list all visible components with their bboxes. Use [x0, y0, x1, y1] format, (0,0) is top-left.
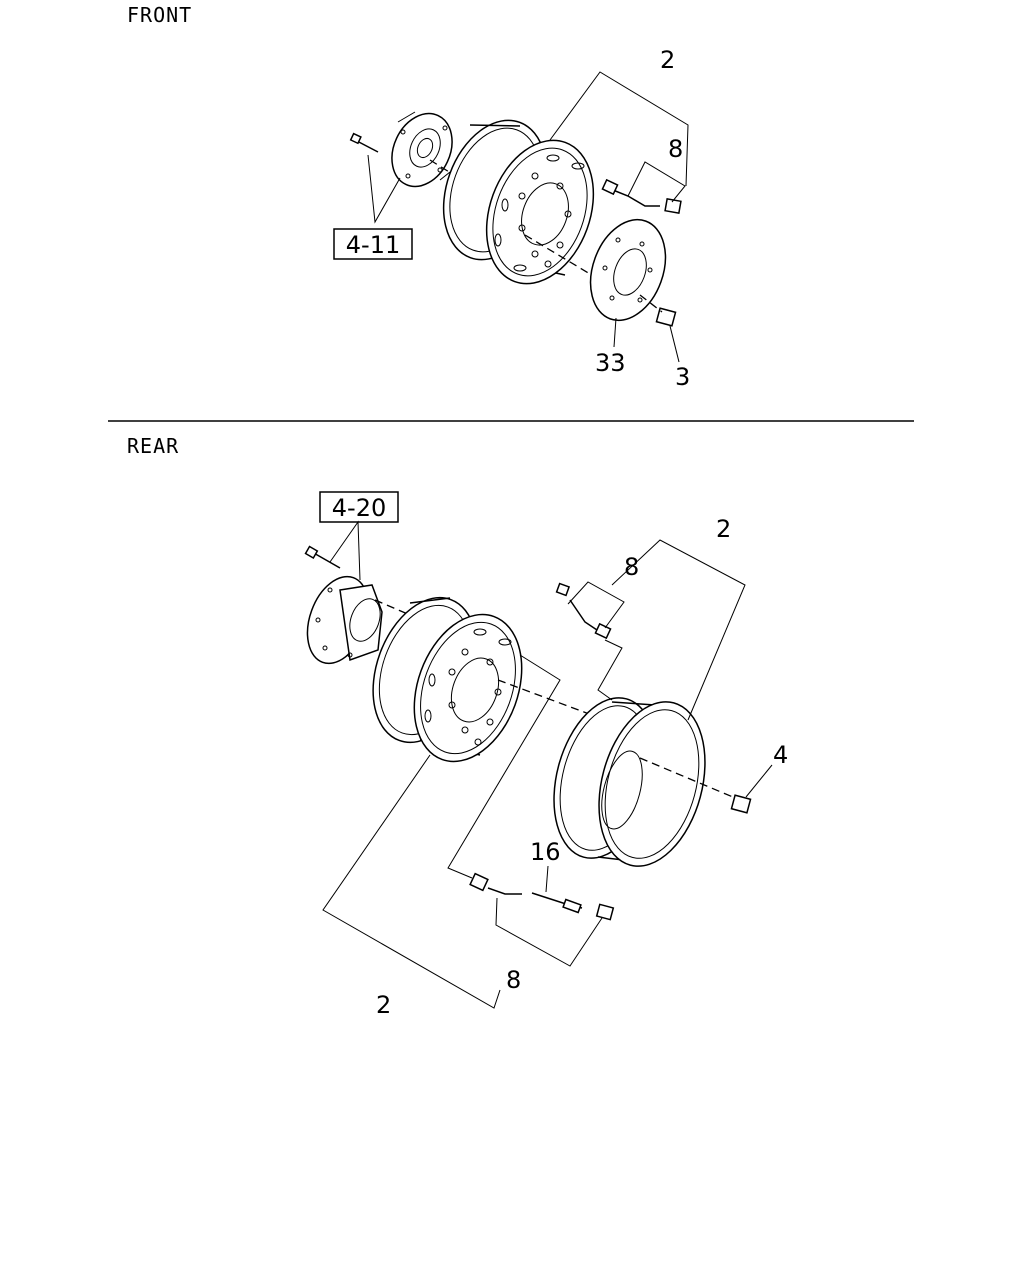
- rear-nut-callout: 4: [773, 741, 788, 769]
- front-hub-bolt: [349, 132, 379, 153]
- rear-outer-wheel-leader: [611, 539, 746, 721]
- front-nut: [655, 307, 677, 327]
- rear-hub-leader: [329, 520, 361, 581]
- front-nut-leader: [669, 325, 680, 363]
- front-valve: [601, 178, 682, 214]
- front-wheel: [442, 119, 595, 285]
- rear-extension: [531, 892, 583, 914]
- front-valve-leader: [627, 161, 686, 203]
- front-wheel-callout: 2: [660, 46, 675, 74]
- rear-upper-valve-leader: [567, 581, 625, 629]
- front-valve-callout: 8: [668, 135, 683, 163]
- rear-inner-wheel-callout: 2: [376, 991, 391, 1019]
- front-hub-leader: [367, 154, 401, 224]
- front-plate: [589, 218, 667, 322]
- rear-outer-wheel: [553, 697, 706, 867]
- front-nut-callout: 3: [675, 363, 690, 391]
- rear-upper-valve-link: [597, 639, 623, 701]
- rear-hub-ref: 4-20: [332, 494, 386, 522]
- rear-hub-axis: [374, 599, 411, 616]
- front-plate-leader: [613, 317, 617, 348]
- rear-extension-callout: 16: [530, 838, 561, 866]
- rear-nut-leader: [745, 764, 773, 798]
- front-nut-axis: [639, 294, 663, 313]
- rear-lower-valve: [469, 872, 615, 921]
- front-wheel-leader: [549, 71, 689, 187]
- rear-inner-wheel: [372, 596, 523, 763]
- rear-extension-leader: [545, 865, 549, 893]
- rear-inner-wheel-leader: [322, 754, 501, 1009]
- rear-hub: [306, 575, 383, 665]
- rear-upper-valve: [555, 582, 612, 640]
- rear-outer-axis: [639, 757, 741, 801]
- front-section-title: FRONT: [127, 3, 192, 27]
- front-hub-ref: 4-11: [346, 231, 400, 259]
- rear-hub-bolt: [304, 545, 341, 569]
- rear-lower-valve-link: [447, 654, 561, 879]
- front-hub: [391, 111, 453, 188]
- front-hub-ref-box: [333, 228, 413, 260]
- rear-outer-wheel-callout: 2: [716, 515, 731, 543]
- rear-nut: [730, 794, 752, 814]
- rear-lower-valve-leader: [495, 897, 603, 967]
- rear-lower-valve-callout: 8: [506, 966, 521, 994]
- rear-section-title: REAR: [127, 434, 179, 458]
- rear-hub-ref-box: [319, 491, 399, 523]
- front-plate-callout: 33: [595, 349, 626, 377]
